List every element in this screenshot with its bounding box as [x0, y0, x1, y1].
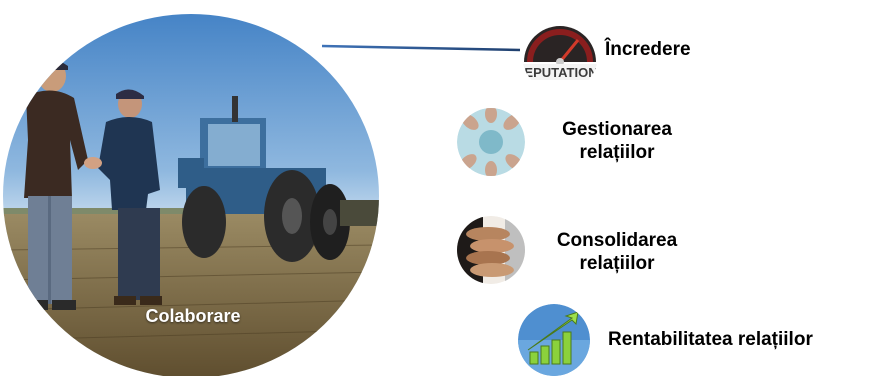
item-label-relationship-management: Gestionarea relațiilor [542, 118, 692, 164]
item-label-line: relațiilor [579, 253, 655, 274]
reputation-gauge-icon: EPUTATION [522, 17, 598, 93]
item-label-line: relațiilor [579, 142, 655, 163]
tractor-shape [178, 96, 379, 262]
item-label-relationship-consolidation: Consolidarea relațiilor [538, 229, 696, 275]
person-right [98, 89, 162, 305]
stacked-hands-icon [457, 216, 525, 284]
connector-lines [320, 44, 521, 342]
connector-1 [321, 44, 521, 52]
item-label-trust: Încredere [605, 39, 691, 60]
item-label-relationship-profitability: Rentabilitatea relațiilor [608, 329, 813, 350]
item-label-line: Gestionarea [562, 119, 672, 140]
hands-together-icon [457, 108, 525, 176]
center-label: Colaborare [145, 306, 241, 326]
svg-text:EPUTATION: EPUTATION [524, 65, 597, 80]
growth-chart-icon [518, 304, 590, 376]
item-label-line: Consolidarea [556, 230, 678, 251]
